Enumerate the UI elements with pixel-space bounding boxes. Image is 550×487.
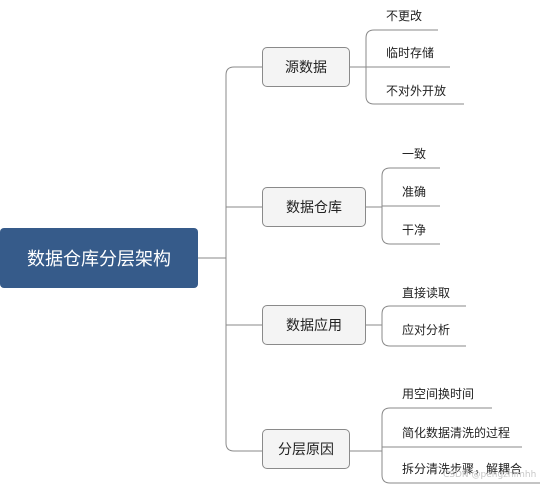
leaf-for-analysis[interactable]: 应对分析 (402, 323, 451, 337)
branch-node-layering-reasons[interactable]: 分层原因 (262, 429, 350, 469)
leaf-not-public[interactable]: 不对外开放 (386, 84, 447, 98)
root-node[interactable]: 数据仓库分层架构 (0, 228, 198, 288)
branch-node-source-data[interactable]: 源数据 (262, 47, 350, 87)
leaf-accurate[interactable]: 准确 (402, 185, 427, 199)
leaf-bracket-application (366, 305, 466, 347)
branch-node-data-warehouse[interactable]: 数据仓库 (262, 187, 366, 227)
leaf-simplify-cleaning[interactable]: 简化数据清洗的过程 (402, 426, 511, 440)
watermark: CSDN @pengzhimhh (443, 470, 537, 480)
leaf-direct-read[interactable]: 直接读取 (402, 286, 451, 300)
leaf-bracket-reason (350, 407, 540, 484)
leaf-bracket-warehouse (366, 167, 440, 245)
leaf-split-cleaning-decouple[interactable]: 拆分清洗步骤，解耦合 (402, 462, 523, 476)
leaf-space-for-time[interactable]: 用空间换时间 (402, 387, 475, 401)
main-spine (225, 66, 262, 452)
leaf-consistent[interactable]: 一致 (402, 147, 427, 161)
leaf-clean[interactable]: 干净 (402, 223, 427, 237)
branch-node-data-application[interactable]: 数据应用 (262, 305, 366, 345)
leaf-no-change[interactable]: 不更改 (386, 9, 423, 23)
leaf-bracket-source (350, 29, 464, 105)
leaf-temporary-storage[interactable]: 临时存储 (386, 46, 435, 60)
